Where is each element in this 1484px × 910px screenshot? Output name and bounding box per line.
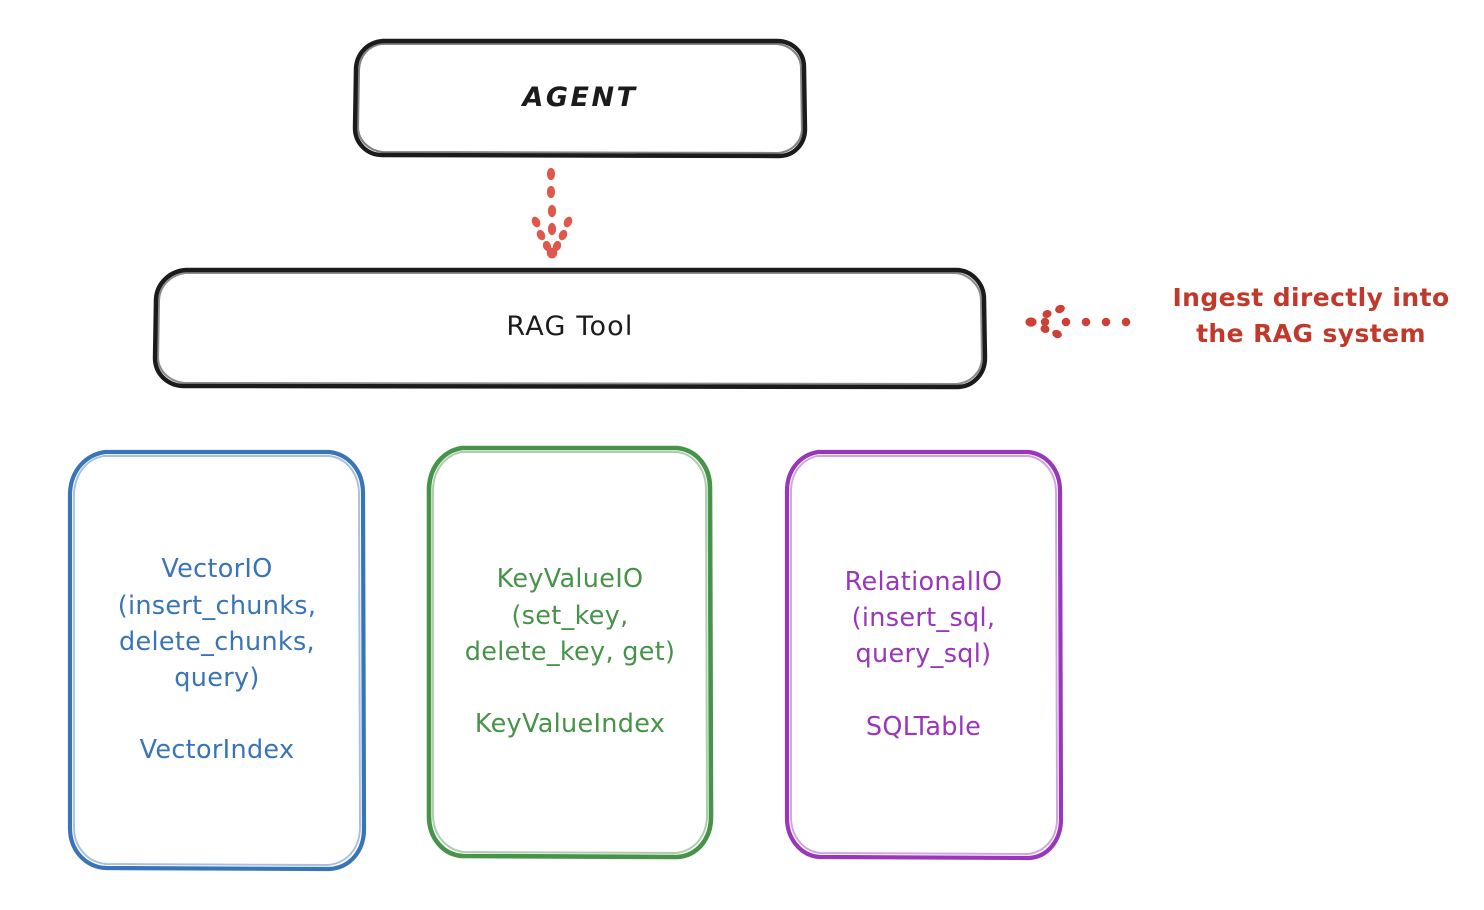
vector-io-node[interactable]: VectorIO (insert_chunks, delete_chunks, …	[70, 451, 364, 869]
rag-tool-node[interactable]: RAG Tool	[155, 269, 985, 386]
key-value-io-label: KeyValueIO (set_key, delete_key, get) Ke…	[464, 564, 676, 740]
rag-tool-label: RAG Tool	[506, 311, 634, 343]
ingest-annotation-label: Ingest directly into the RAG system	[1172, 283, 1450, 349]
relational-io-box-outline	[784, 449, 1064, 861]
agent-box-outline	[352, 38, 808, 159]
relational-io-node[interactable]: RelationalIO (insert_sql, query_sql) SQL…	[786, 451, 1061, 858]
agent-label: AGENT	[522, 81, 638, 113]
vector-io-box-outline	[67, 449, 367, 872]
key-value-io-node[interactable]: KeyValueIO (set_key, delete_key, get) Ke…	[429, 447, 711, 857]
key-value-io-box-outline	[426, 445, 714, 860]
agent-to-rag-tool-arrow	[531, 167, 573, 259]
relational-io-label: RelationalIO (insert_sql, query_sql) SQL…	[844, 566, 1003, 742]
ingest-to-rag-tool-arrow	[1025, 304, 1131, 339]
agent-node[interactable]: AGENT	[355, 40, 805, 156]
vector-io-label: VectorIO (insert_chunks, delete_chunks, …	[117, 554, 317, 766]
rag-tool-box-outline	[152, 267, 988, 390]
